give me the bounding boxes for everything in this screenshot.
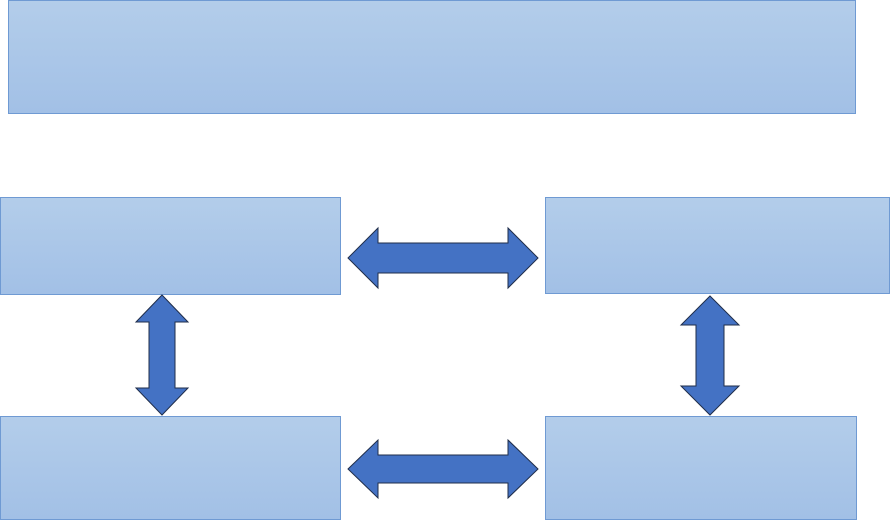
right-vertical-double-arrow xyxy=(679,295,741,416)
top-box xyxy=(8,0,856,114)
middle-left-box xyxy=(0,197,341,295)
bottom-right-box xyxy=(545,416,857,520)
bottom-left-box xyxy=(0,416,341,520)
left-vertical-double-arrow xyxy=(134,294,190,416)
middle-horizontal-double-arrow xyxy=(347,226,539,290)
middle-right-box xyxy=(545,197,890,294)
bottom-horizontal-double-arrow xyxy=(347,438,539,500)
